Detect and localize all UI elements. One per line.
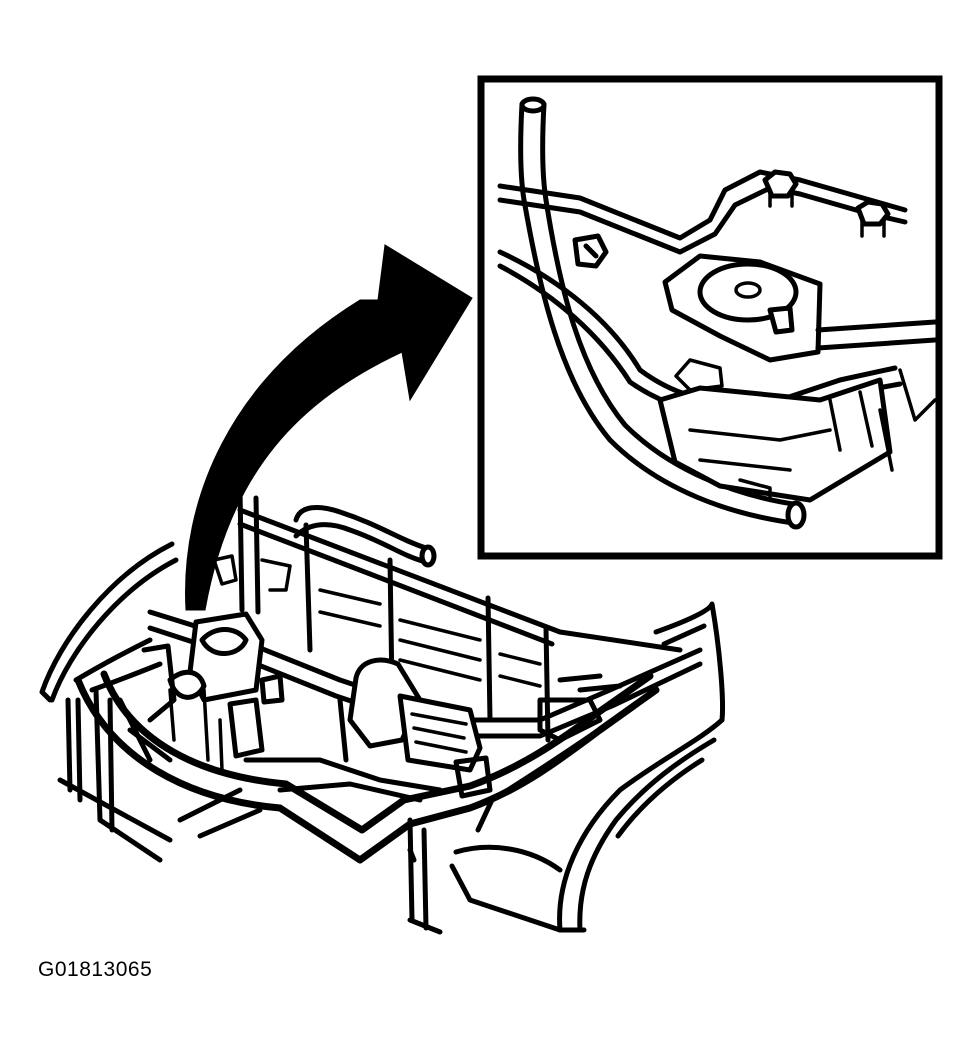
right-fender-wheel-arch bbox=[557, 717, 725, 933]
cowl-bracket-left bbox=[212, 554, 292, 592]
engine-compartment bbox=[39, 487, 726, 935]
inset-connector bbox=[674, 358, 724, 392]
right-side-components bbox=[453, 673, 623, 799]
cowl-panel-left bbox=[237, 487, 261, 615]
inset-hose-end bbox=[785, 500, 807, 530]
right-fender-lower bbox=[407, 817, 563, 935]
inset-bracket-upper bbox=[497, 169, 908, 241]
inset-bolt-2 bbox=[855, 199, 891, 238]
curved-arrow-icon bbox=[185, 244, 473, 611]
inset-reservoir-cap bbox=[734, 281, 762, 299]
inset-right-edge bbox=[878, 368, 937, 472]
inset-crossbar bbox=[815, 319, 938, 351]
cowl-ribs bbox=[318, 588, 542, 688]
engine-bay-floor bbox=[243, 697, 443, 803]
brake-master-cylinder bbox=[167, 611, 285, 772]
left-fender bbox=[39, 541, 179, 703]
inset-bracket-upper-2 bbox=[497, 185, 908, 255]
left-support bbox=[73, 637, 163, 693]
left-side-component bbox=[117, 643, 177, 763]
inset-housing-detail bbox=[688, 390, 874, 502]
cowl-hose-end bbox=[419, 544, 437, 568]
inset-clip bbox=[767, 305, 795, 335]
front-lower-edge bbox=[177, 787, 417, 863]
detail-inset bbox=[477, 75, 943, 560]
left-fender-side bbox=[57, 687, 173, 863]
front-frame-rail bbox=[74, 676, 660, 864]
right-fender bbox=[475, 601, 726, 833]
cowl-panel-top bbox=[237, 507, 683, 653]
center-component bbox=[347, 657, 483, 773]
inset-small-bracket bbox=[572, 233, 609, 269]
inset-bolt-1 bbox=[762, 169, 799, 208]
figure-code: G01813065 bbox=[38, 958, 153, 981]
inset-reservoir bbox=[697, 261, 799, 323]
inset-rod-end bbox=[519, 96, 547, 114]
cowl-posts bbox=[303, 522, 551, 743]
cowl-hose bbox=[293, 505, 429, 565]
